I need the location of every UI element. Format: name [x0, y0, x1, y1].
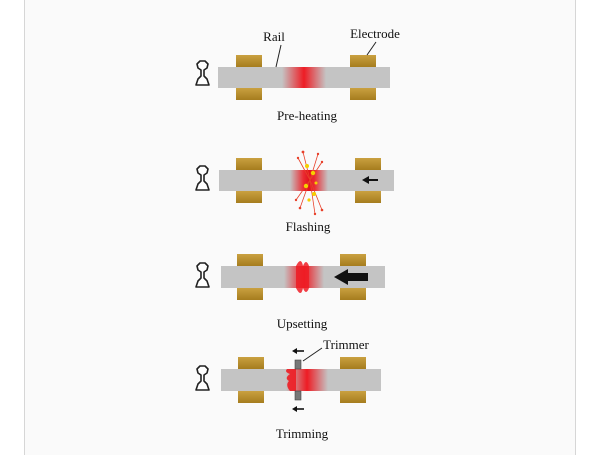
rail-bar-left: [219, 170, 307, 191]
trimmer-label: Trimmer: [323, 337, 369, 352]
electrode-upper-right: [350, 55, 376, 67]
movement-arrow-small: [362, 176, 378, 184]
electrode-upper-right: [340, 254, 366, 266]
movement-arrow-large: [334, 269, 368, 285]
heat-zone: [282, 67, 326, 88]
rail-profile-icon: [195, 60, 210, 86]
rail-bar-right: [313, 170, 394, 191]
electrode-lower-left: [236, 88, 262, 100]
rail-profile-icon: [195, 165, 210, 191]
stage-upsetting: [195, 254, 385, 300]
trimmer-blade-upper: [294, 359, 302, 370]
electrode-lower-right: [355, 191, 381, 203]
electrode-lower-left: [236, 191, 262, 203]
trimmer-arrow-upper: [292, 348, 304, 354]
rail-label: Rail: [263, 29, 285, 44]
stage-flashing: [195, 150, 394, 216]
electrode-lower-left: [238, 391, 264, 403]
electrode-upper-left: [237, 254, 263, 266]
trimmer-leader-line: [302, 347, 323, 362]
heat-zone: [290, 170, 328, 191]
stage-caption-trimming: Trimming: [275, 426, 329, 441]
electrode-upper-right: [340, 357, 366, 369]
electrode-upper-right: [355, 158, 381, 170]
electrode-upper-left: [236, 158, 262, 170]
heat-zone: [284, 266, 324, 288]
electrode-lower-right: [340, 391, 366, 403]
electrode-upper-left: [236, 55, 262, 67]
rail-leader-line: [275, 44, 282, 68]
stage-trimming: [195, 347, 381, 412]
electrode-label: Electrode: [350, 26, 400, 41]
stage-caption-flashing: Flashing: [285, 219, 331, 234]
stage-caption-preheating: Pre-heating: [277, 108, 337, 123]
electrode-lower-right: [340, 288, 366, 300]
trimmer-arrow-lower: [292, 406, 304, 412]
sparks: [294, 150, 324, 216]
electrode-lower-right: [350, 88, 376, 100]
electrode-upper-left: [238, 357, 264, 369]
stage-preheating: [195, 41, 390, 100]
heat-zone: [286, 369, 328, 391]
rail-profile-icon: [195, 262, 210, 288]
rail-profile-icon: [195, 365, 210, 391]
trimmer-blade-lower: [294, 390, 302, 401]
electrode-lower-left: [237, 288, 263, 300]
electrode-leader-line: [366, 41, 377, 56]
stage-caption-upsetting: Upsetting: [276, 316, 328, 331]
